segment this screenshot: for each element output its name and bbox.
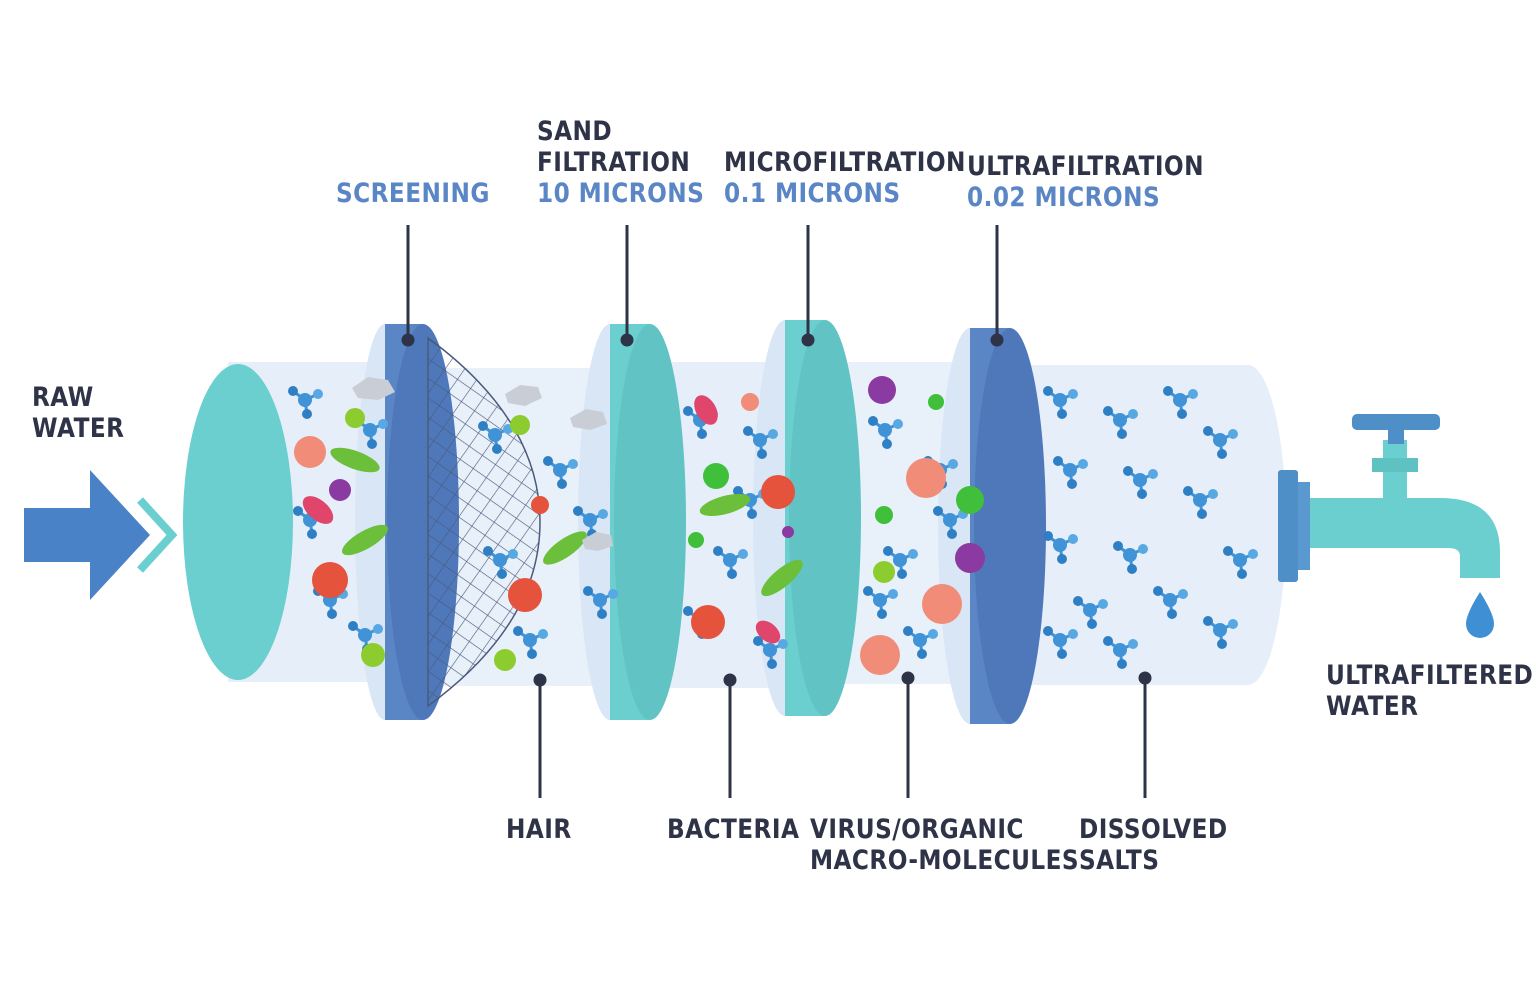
sand-filtration-disc	[614, 324, 686, 720]
microfiltration-disc	[789, 320, 861, 716]
screening-label: SCREENING	[336, 178, 490, 209]
faucet-icon	[1278, 414, 1500, 582]
ultrafiltration-disc	[974, 328, 1046, 724]
leader-lines	[401, 225, 1152, 798]
bacteria-icon	[302, 394, 984, 671]
inlet-arrow-icon	[24, 470, 178, 600]
water-drop-icon	[1466, 592, 1494, 638]
hair-label: HAIR	[506, 814, 572, 845]
inlet-disc	[183, 364, 293, 680]
virus-icon	[294, 376, 985, 675]
bacteria-label: BACTERIA	[667, 814, 800, 845]
rock-icon	[352, 377, 613, 551]
